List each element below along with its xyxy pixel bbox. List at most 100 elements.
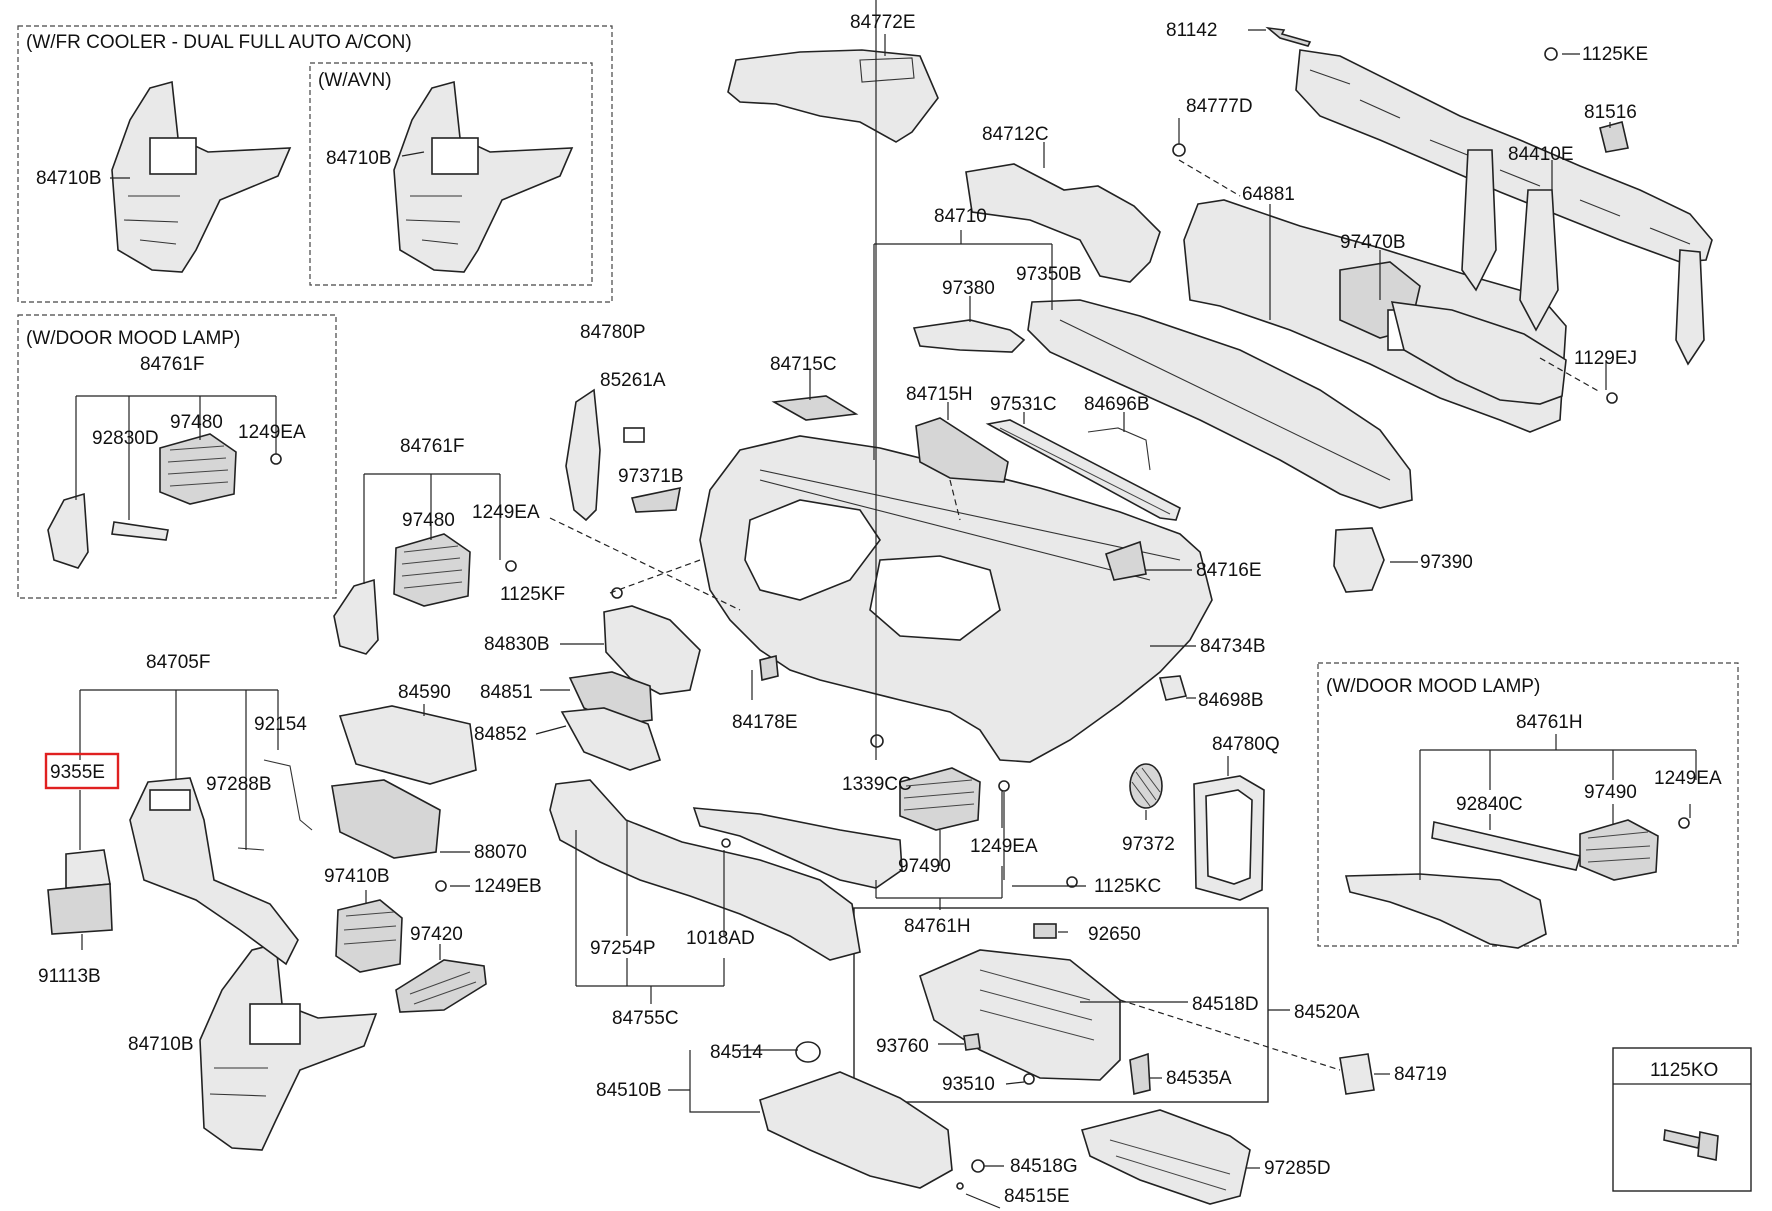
part-label-97480-left[interactable]: 97480 xyxy=(170,412,223,433)
part-label-1129EJ[interactable]: 1129EJ xyxy=(1574,348,1637,369)
part-label-84535A[interactable]: 84535A xyxy=(1166,1068,1232,1089)
part-label-97390[interactable]: 97390 xyxy=(1420,552,1473,573)
part-label-84712C[interactable]: 84712C xyxy=(982,124,1049,145)
bracket-84719-shape[interactable] xyxy=(1339,1053,1375,1095)
part-label-97490-right[interactable]: 97490 xyxy=(1584,782,1637,803)
part-label-84761H-mid[interactable]: 84761H xyxy=(904,916,971,937)
part-label-84514[interactable]: 84514 xyxy=(710,1042,763,1063)
part-label-97410B[interactable]: 97410B xyxy=(324,866,390,887)
part-label-1249EA-lower[interactable]: 1249EA xyxy=(970,836,1038,857)
part-label-1249EB[interactable]: 1249EB xyxy=(474,876,542,897)
part-label-1125KF[interactable]: 1125KF xyxy=(500,584,565,605)
part-label-97420[interactable]: 97420 xyxy=(410,924,463,945)
glovebox-inner-97285D-shape[interactable] xyxy=(1080,1109,1251,1205)
part-label-84719[interactable]: 84719 xyxy=(1394,1064,1447,1085)
part-label-84777D[interactable]: 84777D xyxy=(1186,96,1253,117)
part-label-91113B[interactable]: 91113B xyxy=(38,966,101,987)
upper-pad-84772E-shape[interactable] xyxy=(727,49,939,143)
part-label-97380[interactable]: 97380 xyxy=(942,278,995,299)
part-label-84761F-mid[interactable]: 84761F xyxy=(400,436,464,457)
part-label-84510B[interactable]: 84510B xyxy=(596,1080,662,1101)
part-label-84715H[interactable]: 84715H xyxy=(906,384,973,405)
main-crash-pad-shape[interactable] xyxy=(699,435,1213,763)
part-label-1339CC[interactable]: 1339CC xyxy=(842,774,912,795)
part-label-92840C[interactable]: 92840C xyxy=(1456,794,1523,815)
part-label-92830D[interactable]: 92830D xyxy=(92,428,159,449)
lower-pad-88070-shape[interactable] xyxy=(331,779,441,859)
part-label-84851[interactable]: 84851 xyxy=(480,682,533,703)
part-label-84705F[interactable]: 84705F xyxy=(146,652,210,673)
part-label-97288B[interactable]: 97288B xyxy=(206,774,272,795)
vent-84761F-shape[interactable] xyxy=(333,533,517,655)
glovebox-84510B-shape[interactable] xyxy=(759,1041,985,1190)
part-label-84710B-lower[interactable]: 84710B xyxy=(128,1034,194,1055)
side-vent-97380-shape[interactable] xyxy=(912,319,1026,353)
grille-97372-shape[interactable] xyxy=(1129,763,1163,809)
part-label-84761F-left[interactable]: 84761F xyxy=(140,354,204,375)
mood-lamp-left-parts-shape[interactable] xyxy=(47,433,282,569)
part-label-97285D[interactable]: 97285D xyxy=(1264,1158,1331,1179)
upper-pad-84712C-shape[interactable] xyxy=(965,163,1161,283)
tray-84590-shape[interactable] xyxy=(338,705,477,785)
part-label-1249EA-mid[interactable]: 1249EA xyxy=(472,502,540,523)
part-label-97531C[interactable]: 97531C xyxy=(990,394,1057,415)
part-label-1125KC[interactable]: 1125KC xyxy=(1094,876,1161,897)
part-label-97350B[interactable]: 97350B xyxy=(1016,264,1082,285)
part-label-84772E[interactable]: 84772E xyxy=(850,12,916,33)
part-label-84410E[interactable]: 84410E xyxy=(1508,144,1574,165)
part-label-85261A[interactable]: 85261A xyxy=(600,370,666,391)
center-fascia-panel-avn-shape[interactable] xyxy=(393,80,574,273)
cover-84715C-shape[interactable] xyxy=(771,395,859,421)
part-label-84716E[interactable]: 84716E xyxy=(1196,560,1262,581)
part-label-84520A[interactable]: 84520A xyxy=(1294,1002,1360,1023)
part-label-84780P[interactable]: 84780P xyxy=(580,322,646,343)
part-label-92154[interactable]: 92154 xyxy=(254,714,307,735)
knee-pad-84761H-shape[interactable] xyxy=(692,767,981,889)
part-label-84830B[interactable]: 84830B xyxy=(484,634,550,655)
part-label-81142[interactable]: 81142 xyxy=(1166,20,1217,41)
cover-84716E-shape[interactable] xyxy=(1105,540,1147,581)
speaker-grille-97531C-shape[interactable] xyxy=(985,419,1181,521)
part-label-84734B[interactable]: 84734B xyxy=(1200,636,1266,657)
bracket-84698B-shape[interactable] xyxy=(1158,675,1188,701)
lower-pad-84780P-shape[interactable] xyxy=(565,388,681,522)
part-label-1018AD[interactable]: 1018AD xyxy=(686,928,755,949)
side-cover-84780Q-shape[interactable] xyxy=(1193,775,1265,901)
part-label-84710B-avn[interactable]: 84710B xyxy=(326,148,392,169)
lower-center-panel-shape[interactable] xyxy=(47,759,313,966)
cluster-housing-84830B-shape[interactable] xyxy=(560,605,701,771)
center-fascia-panel-shape[interactable] xyxy=(111,80,292,273)
side-duct-97390-shape[interactable] xyxy=(1333,527,1385,593)
part-label-84515E[interactable]: 84515E xyxy=(1004,1186,1070,1207)
part-label-93510[interactable]: 93510 xyxy=(942,1074,995,1095)
part-label-97371B[interactable]: 97371B xyxy=(618,466,684,487)
part-label-84761H-right[interactable]: 84761H xyxy=(1516,712,1583,733)
mood-lamp-right-parts-shape[interactable] xyxy=(1344,817,1690,949)
part-label-92650[interactable]: 92650 xyxy=(1088,924,1141,945)
part-label-97372[interactable]: 97372 xyxy=(1122,834,1175,855)
part-label-84696B[interactable]: 84696B xyxy=(1084,394,1150,415)
vent-97410B-shape[interactable] xyxy=(335,899,403,973)
glovebox-housing-84518D-shape[interactable] xyxy=(919,923,1151,1095)
center-cover-84715H-shape[interactable] xyxy=(915,417,1009,483)
part-label-84710B-cooler[interactable]: 84710B xyxy=(36,168,102,189)
part-label-1249EA-right[interactable]: 1249EA xyxy=(1654,768,1722,789)
part-label-64881[interactable]: 64881 xyxy=(1242,184,1295,205)
part-label-1249EA-left[interactable]: 1249EA xyxy=(238,422,306,443)
part-label-81516[interactable]: 81516 xyxy=(1584,102,1637,123)
part-label-84852[interactable]: 84852 xyxy=(474,724,527,745)
part-label-84780Q[interactable]: 84780Q xyxy=(1212,734,1280,755)
part-label-84518G[interactable]: 84518G xyxy=(1010,1156,1078,1177)
part-label-1125KO[interactable]: 1125KO xyxy=(1650,1060,1718,1081)
defrost-nozzle-97350B-shape[interactable] xyxy=(1027,299,1413,509)
vent-97420-shape[interactable] xyxy=(395,959,487,1013)
part-label-97480-mid[interactable]: 97480 xyxy=(402,510,455,531)
part-label-84590[interactable]: 84590 xyxy=(398,682,451,703)
part-label-84715C[interactable]: 84715C xyxy=(770,354,837,375)
center-fascia-panel-lower-shape[interactable] xyxy=(199,942,378,1151)
part-label-97490-mid[interactable]: 97490 xyxy=(898,856,951,877)
part-label-84755C[interactable]: 84755C xyxy=(612,1008,679,1029)
duct-97470B-shape[interactable] xyxy=(1390,301,1567,405)
part-label-1125KE[interactable]: 1125KE xyxy=(1582,44,1648,65)
bracket-84696B-shape[interactable] xyxy=(1087,427,1151,471)
